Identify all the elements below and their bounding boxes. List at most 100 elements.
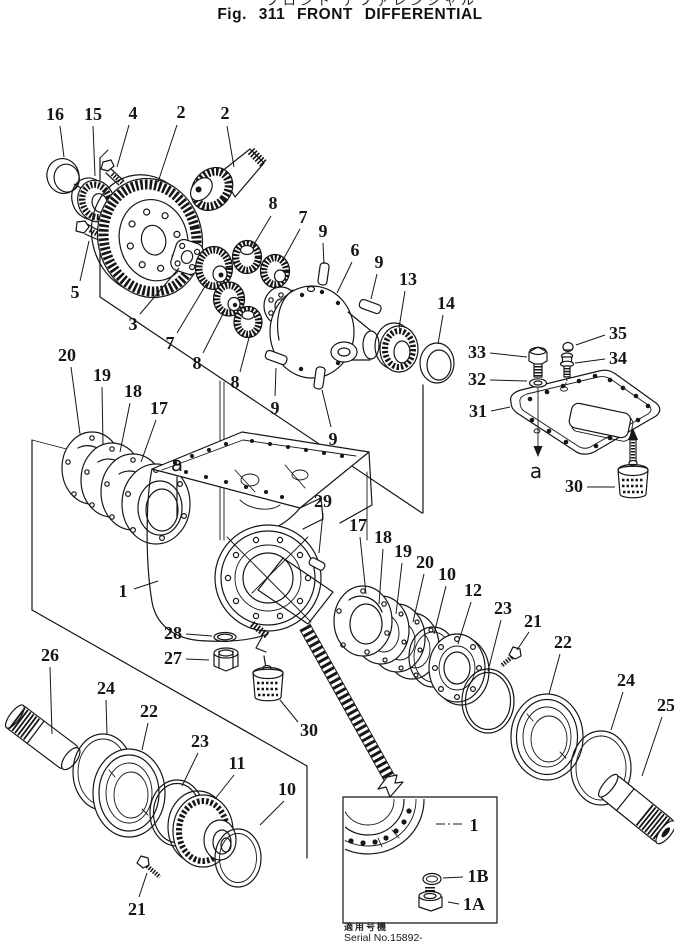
callout-26: 26: [41, 645, 59, 665]
leader-line-20: [412, 573, 425, 623]
section-band: [299, 623, 404, 798]
leader-line-27: [185, 658, 210, 661]
callout-19: 19: [93, 365, 111, 385]
callout-22: 22: [140, 701, 158, 721]
retainer-17: [121, 463, 191, 545]
callout-9: 9: [319, 221, 328, 241]
cage-12: [428, 633, 490, 706]
leader-line-20: [70, 366, 81, 435]
bearing-13: [374, 322, 419, 373]
leader-line-15: [92, 125, 96, 177]
leader-line-34: [574, 358, 606, 364]
leader-line-10: [433, 585, 447, 635]
pin-9: [264, 349, 288, 366]
plug-27: [213, 647, 239, 672]
cover-plate-31: [509, 369, 661, 455]
leader-line-19: [101, 386, 104, 445]
callout-9: 9: [271, 398, 280, 418]
leader-line-8: [239, 333, 251, 373]
inset-housing-fragment: [345, 799, 425, 855]
callout-7: 7: [166, 333, 175, 353]
cap-35: [562, 341, 574, 353]
leader-line-3: [139, 267, 180, 315]
applicable-serial-caption-jp: 適用号機: [344, 921, 388, 933]
callout-2: 2: [177, 102, 186, 122]
callout-24: 24: [617, 670, 635, 690]
leader-line-14: [437, 314, 444, 345]
pinion-gear-8: [231, 239, 263, 275]
leader-line-25: [641, 716, 663, 777]
callout-13: 13: [399, 269, 417, 289]
axle-housing-1: [146, 431, 373, 653]
callout-35: 35: [609, 323, 627, 343]
leader-line-7: [176, 282, 208, 334]
pinion-gear-8: [259, 253, 291, 289]
plug-1A: [418, 887, 443, 912]
leader-line-11: [214, 774, 235, 800]
leader-line-22: [548, 653, 561, 695]
shaft-25: [598, 773, 674, 845]
leader-line-17: [359, 536, 367, 595]
callout-8: 8: [193, 353, 202, 373]
inset-box: [342, 796, 498, 924]
callout-17: 17: [150, 398, 168, 418]
ring-14: [419, 342, 455, 384]
pin-9: [358, 298, 382, 315]
callout-1: 1: [119, 581, 128, 601]
collar-16: [46, 157, 84, 195]
bolt-4: [100, 159, 125, 186]
callout-32: 32: [468, 369, 486, 389]
callout-10: 10: [438, 564, 456, 584]
callout-12: 12: [464, 580, 482, 600]
leader-line-1: [133, 580, 159, 590]
shim-stack-left: [61, 431, 191, 545]
callout-18: 18: [374, 527, 392, 547]
leader-line-9: [370, 273, 378, 300]
shaft-26: [4, 704, 81, 771]
callout-24: 24: [97, 678, 115, 698]
leader-line-9: [322, 242, 325, 265]
callout-9: 9: [375, 252, 384, 272]
leader-line-13: [398, 290, 406, 329]
leader-line-29: [318, 512, 324, 554]
leader-line-30: [279, 699, 299, 723]
pin-9: [313, 366, 326, 390]
oring-1B: [422, 872, 442, 886]
leader-line-1A: [447, 901, 460, 905]
leader-line-4: [116, 124, 130, 168]
callout-30: 30: [565, 476, 583, 496]
bevel-pinion-2: [189, 147, 268, 212]
leader-line-19: [395, 562, 403, 615]
leader-line-22: [141, 722, 149, 751]
callout-4: 4: [129, 103, 138, 123]
pinion-gear-8: [233, 305, 263, 339]
callout-20: 20: [416, 552, 434, 572]
callout-21: 21: [128, 899, 146, 919]
callout-11: 11: [228, 753, 245, 773]
callout-1: 1: [470, 815, 479, 835]
callout-17: 17: [349, 515, 367, 535]
callout-23: 23: [191, 731, 209, 751]
leader-line-21: [516, 631, 530, 651]
callout-5: 5: [71, 282, 80, 302]
leader-line-9: [274, 367, 277, 397]
leader-line-5: [79, 240, 90, 282]
callout-30: 30: [300, 720, 318, 740]
leader-line-26: [49, 666, 53, 735]
bolt-21-left: [136, 855, 162, 879]
leader-line-18: [378, 548, 384, 605]
leader-line-8: [252, 215, 272, 247]
leader-line-31: [490, 406, 511, 412]
leader-line-10: [259, 800, 285, 826]
callout-22: 22: [554, 632, 572, 652]
leader-line-8: [202, 309, 226, 354]
breather-30-right: [617, 428, 649, 499]
leader-line-16: [59, 125, 65, 158]
callout-a: a: [171, 452, 183, 476]
serial-number: Serial No.15892-: [344, 932, 423, 944]
differential-case-6: [263, 285, 380, 379]
oring-28: [213, 631, 237, 643]
callout-7: 7: [299, 207, 308, 227]
